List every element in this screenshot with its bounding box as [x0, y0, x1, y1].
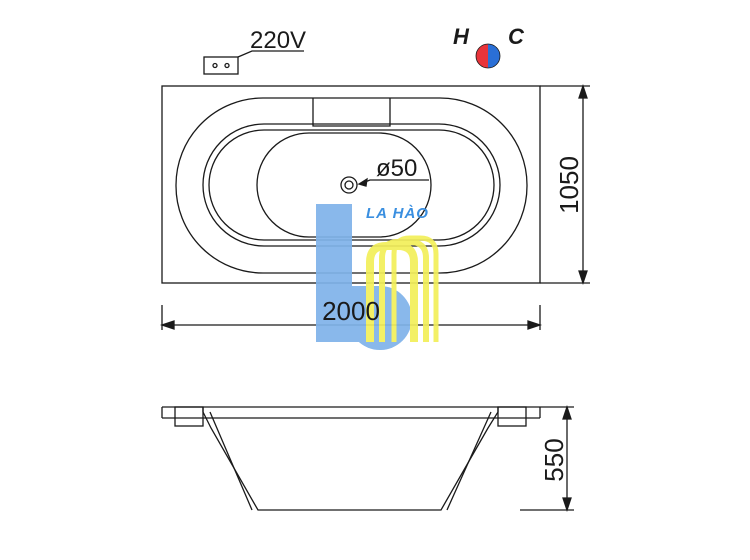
- tub-wall-inner-left: [209, 411, 253, 511]
- brand-watermark-logo: [316, 204, 439, 350]
- hot-label: H: [453, 24, 470, 49]
- power-box-outline: [203, 56, 239, 75]
- hot-cold-valve-icon: [475, 43, 501, 69]
- depth-arrow-top-icon: [578, 83, 588, 99]
- width-arrow-left-icon: [159, 320, 175, 330]
- depth-arrow-bottom-icon: [578, 270, 588, 286]
- drain-arrow-icon: [357, 177, 368, 187]
- height-label: 550: [539, 438, 569, 481]
- depth-dimension: [540, 83, 590, 286]
- width-label: 2000: [322, 296, 380, 326]
- height-arrow-top-icon: [562, 404, 572, 420]
- left-support-block: [174, 406, 204, 427]
- depth-label: 1050: [554, 156, 584, 214]
- height-arrow-bottom-icon: [562, 497, 572, 513]
- width-arrow-right-icon: [527, 320, 543, 330]
- power-box: [203, 50, 304, 75]
- drain-label: ø50: [376, 155, 417, 182]
- hot-half: [476, 44, 488, 68]
- tub-body-outline: [202, 407, 499, 511]
- drain-inner-icon: [344, 180, 354, 190]
- power-pin-icon: [212, 62, 218, 69]
- brand-text: LA HÀO: [366, 205, 429, 222]
- tub-wall-inner-right: [446, 411, 492, 511]
- cold-label: C: [508, 24, 525, 49]
- headrest-notch: [312, 98, 391, 127]
- side-view: [161, 406, 541, 511]
- voltage-label: 220V: [250, 27, 306, 54]
- power-leader-line: [237, 50, 304, 58]
- cold-half: [488, 44, 500, 68]
- drain-outer-icon: [340, 176, 358, 194]
- height-dimension: [520, 404, 574, 513]
- right-support-block: [497, 406, 527, 427]
- power-pin-icon: [224, 62, 230, 69]
